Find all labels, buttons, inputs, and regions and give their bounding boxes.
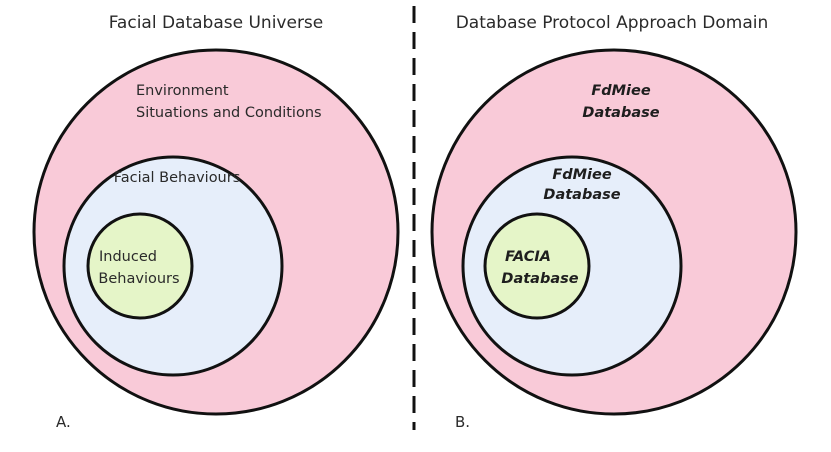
- panel-a-middle-label: Facial Behaviours: [114, 170, 241, 186]
- panel-b-inner-circle: [483, 212, 591, 320]
- panel-b-middle-label-line1: FdMiee: [552, 167, 612, 183]
- panel-a-inner-circle: [86, 212, 194, 320]
- panel-b-outer-label-line1: FdMiee: [591, 83, 651, 99]
- panel-a-outer-label-line2: Situations and Conditions: [136, 105, 322, 121]
- panel-a-title: Facial Database Universe: [109, 13, 324, 33]
- panel-a-inner-label-line2: Behaviours: [98, 271, 179, 287]
- panel-a-outer-label-line1: Environment: [136, 83, 229, 99]
- panel-b-title: Database Protocol Approach Domain: [456, 13, 769, 33]
- panel-b: Database Protocol Approach Domain FdMiee…: [430, 13, 798, 431]
- panel-b-outer-label-line2: Database: [582, 105, 659, 121]
- panel-b-inner-label-line2: Database: [501, 271, 578, 287]
- panel-a-corner-label: A.: [56, 413, 71, 431]
- panel-b-corner-label: B.: [455, 413, 470, 431]
- panel-b-middle-label-line2: Database: [543, 187, 620, 203]
- panel-a: Facial Database Universe Environment Sit…: [32, 13, 400, 431]
- panel-b-inner-label-line1: FACIA: [505, 249, 551, 265]
- panel-a-inner-label-line1: Induced: [99, 249, 157, 265]
